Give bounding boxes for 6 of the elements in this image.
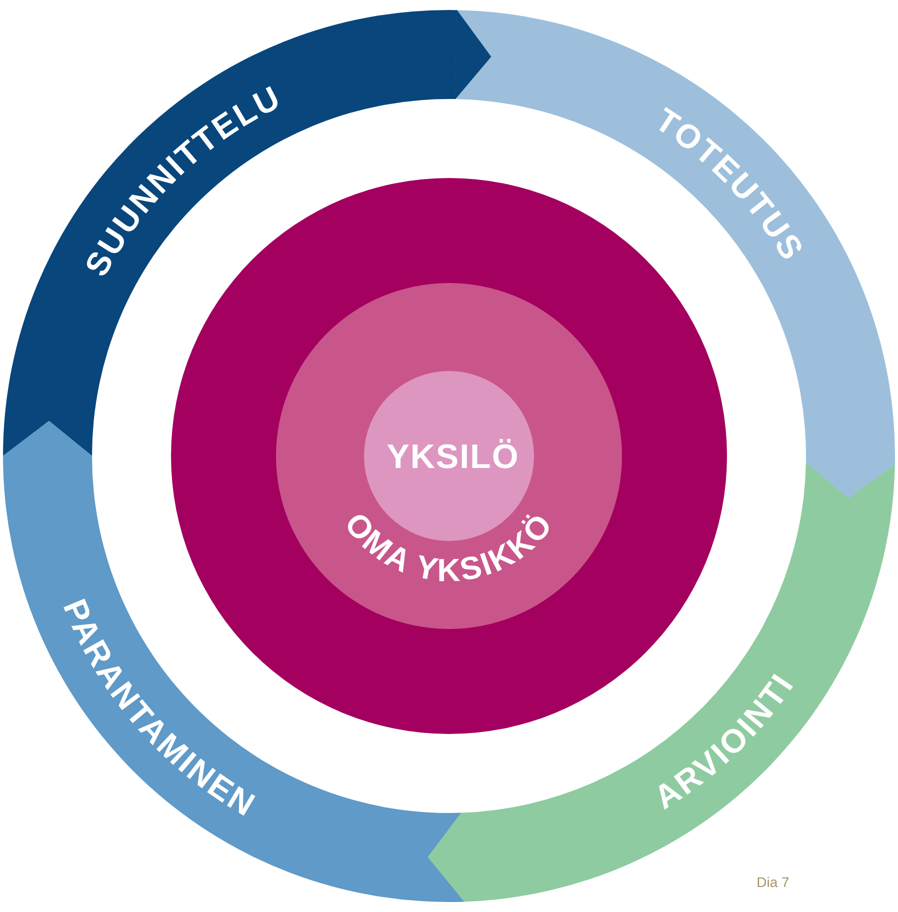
chevron-arrow <box>428 812 465 902</box>
chevron-arrow <box>806 462 896 498</box>
chevron-arrow <box>454 10 492 100</box>
slide-number: Dia 7 <box>756 874 790 890</box>
chevron-arrow <box>2 420 92 456</box>
center-label: YKSILÖ <box>386 438 520 476</box>
